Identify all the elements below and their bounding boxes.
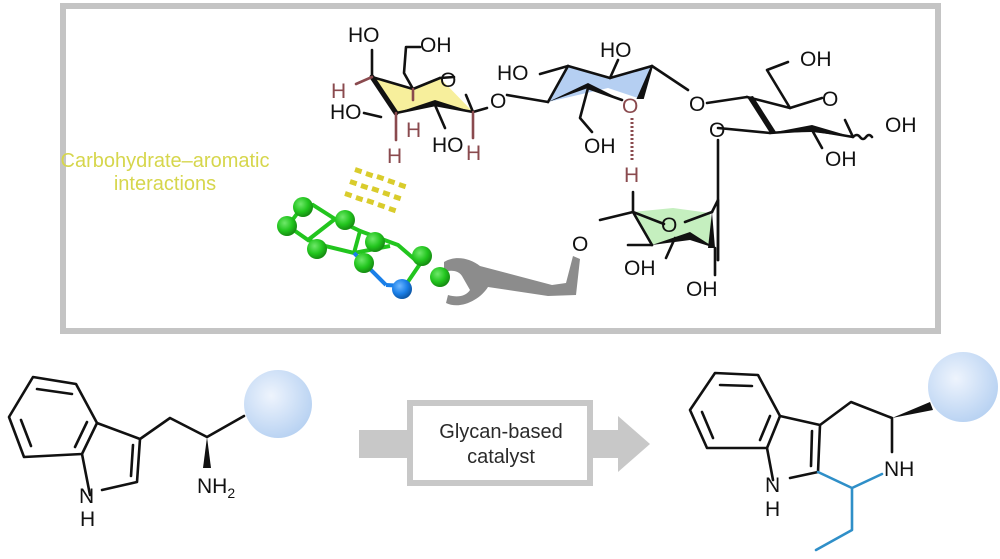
interaction-label-line1: Carbohydrate–aromatic: [61, 150, 270, 172]
indole-nitrogen-label: N: [765, 474, 780, 497]
indole-hydrogen-label: H: [80, 508, 95, 531]
label-oh: OH: [420, 34, 452, 57]
label-oh: OH: [624, 257, 656, 280]
sugar-ring-2: HO HO OH O: [497, 39, 690, 158]
sugar-ring-4: O O OH OH: [572, 190, 720, 301]
glycosidic-oxygen-3: O: [709, 119, 725, 142]
label-ho: HO: [348, 24, 380, 47]
label-h: H: [406, 119, 421, 142]
label-oh: OH: [800, 48, 832, 71]
carbohydrate-aromatic-interaction-dots: [344, 167, 407, 214]
h-bond-donor-hydrogen: H: [624, 164, 639, 187]
label-ether-o: O: [572, 233, 588, 256]
label-oh: OH: [584, 135, 616, 158]
label-ring-o: O: [822, 88, 838, 111]
label-ring-o: O: [440, 69, 456, 92]
catalyst-label-line2: catalyst: [467, 446, 535, 468]
label-anomeric-oh: OH: [885, 114, 917, 137]
sugar-ring-3: OH O OH OH O: [709, 48, 917, 262]
tryptophan-derivative-reactant: N H NH2: [7, 370, 312, 531]
glycan-panel-frame: [60, 3, 941, 334]
label-ho: HO: [432, 134, 464, 157]
label-ho: HO: [497, 62, 529, 85]
indole-nitrogen-label: N: [79, 485, 94, 508]
label-h: H: [387, 145, 402, 168]
carbon-atom: [307, 239, 327, 259]
tetrahydro-beta-carboline-product: N H NH: [688, 352, 998, 552]
label-oh: OH: [825, 148, 857, 171]
indole-hydrogen-label: H: [765, 498, 780, 521]
nitrogen-atom: [392, 279, 412, 299]
amine-label: NH2: [197, 475, 235, 501]
carbon-atom: [293, 197, 313, 217]
label-h: H: [331, 80, 346, 103]
carbon-atom: [277, 216, 297, 236]
wrench-linker-icon: [444, 256, 580, 306]
catalyst-label-line1: Glycan-based: [439, 421, 562, 443]
sugar-ring-1: HO OH O H HO H H HO H: [330, 24, 489, 168]
carbon-atom: [430, 267, 450, 287]
label-ring-o: O: [661, 214, 677, 237]
glycosidic-oxygen-1: O: [490, 90, 506, 113]
catalyst-box: [407, 400, 593, 486]
label-h: H: [466, 142, 481, 165]
label-oh: OH: [686, 278, 718, 301]
carbon-atom: [354, 253, 374, 273]
label-ho: HO: [330, 101, 362, 124]
h-bond-acceptor-oxygen: O: [622, 95, 638, 118]
carbon-atom: [365, 232, 385, 252]
carbon-atom: [335, 210, 355, 230]
aromatic-ball-and-stick-model: [277, 197, 450, 299]
sugar-ring-2-fill: [548, 66, 652, 102]
substituent-sphere: [928, 352, 998, 422]
ring-nh-label: NH: [884, 458, 914, 481]
interaction-label-line2: interactions: [114, 173, 216, 195]
carbon-atom: [412, 246, 432, 266]
label-ho: HO: [600, 39, 632, 62]
substituent-sphere: [244, 370, 312, 438]
glycosidic-oxygen-2: O: [689, 93, 705, 116]
sugar-ring-1-fill: [372, 77, 473, 113]
